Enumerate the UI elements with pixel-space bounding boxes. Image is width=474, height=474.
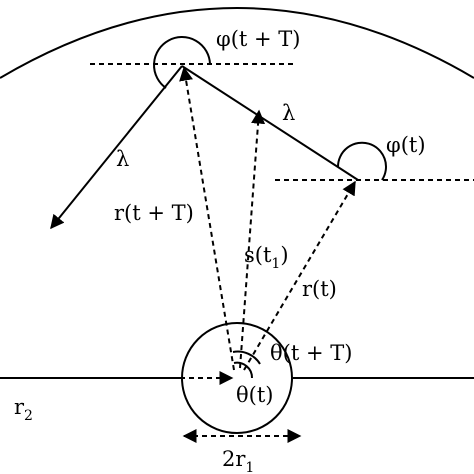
two-r1-main: 2r bbox=[222, 447, 246, 471]
s-t1-label: s(t1) bbox=[244, 243, 289, 272]
arena-boundary-arc bbox=[0, 7, 474, 79]
r-t-vector bbox=[243, 180, 356, 371]
theta-t-arc bbox=[233, 361, 254, 379]
phi-t-label: φ(t) bbox=[386, 133, 426, 157]
step-lambda-left bbox=[50, 65, 183, 230]
two-r1-label: 2r1 bbox=[222, 447, 254, 474]
theta-t-plus-T-label: θ(t + T) bbox=[270, 341, 352, 365]
r-t-label: r(t) bbox=[302, 277, 337, 301]
r2-subscript: 2 bbox=[24, 408, 33, 424]
theta-t-plus-T-arc bbox=[232, 350, 261, 365]
s-t1-vector bbox=[239, 109, 266, 369]
step-lambda-upper bbox=[181, 65, 359, 181]
phi-t-arc bbox=[336, 141, 387, 181]
r2-main: r bbox=[14, 395, 25, 419]
theta-t-label: θ(t) bbox=[236, 383, 273, 407]
lambda-left-label: λ bbox=[116, 147, 129, 171]
r2-label: r2 bbox=[14, 395, 33, 424]
s-t1-close: ) bbox=[280, 243, 288, 267]
s-t1-main: s(t bbox=[244, 243, 272, 267]
phi-t-plus-T-label: φ(t + T) bbox=[216, 27, 300, 51]
lambda-upper-label: λ bbox=[282, 101, 295, 125]
phi-t-plus-T-arc bbox=[153, 36, 211, 89]
r-t-plus-T-label: r(t + T) bbox=[114, 201, 194, 225]
s-t1-subscript: 1 bbox=[271, 256, 280, 272]
two-r1-subscript: 1 bbox=[245, 460, 254, 474]
r-t-plus-T-vector bbox=[179, 66, 235, 371]
